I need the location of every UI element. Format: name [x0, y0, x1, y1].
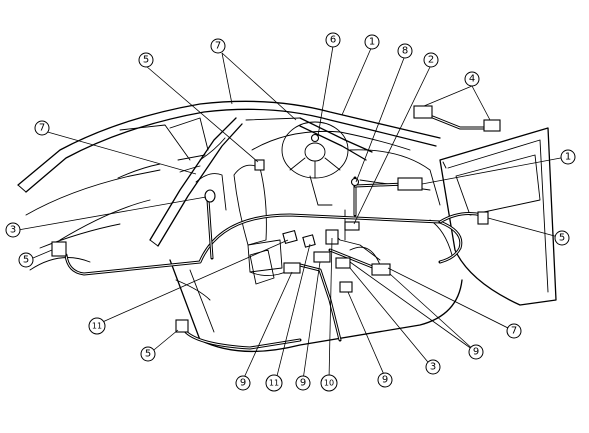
- svg-text:2: 2: [428, 55, 434, 66]
- leader-lines: [17, 45, 567, 381]
- callout-9-center: 9: [295, 375, 311, 391]
- svg-text:1: 1: [565, 152, 571, 163]
- seat-belt-pretensioner-connector: [282, 229, 316, 248]
- svg-text:7: 7: [215, 41, 221, 52]
- svg-text:5: 5: [145, 349, 151, 360]
- side-sensor-right-door: [477, 211, 489, 225]
- callout-5-top: 5: [138, 52, 154, 68]
- callout-9-right: 9: [468, 344, 484, 360]
- callout-5-bottom: 5: [140, 346, 156, 362]
- svg-text:5: 5: [23, 255, 29, 266]
- svg-text:6: 6: [330, 35, 336, 46]
- dash-connector: [344, 221, 360, 231]
- clock-spring-connector: [350, 177, 360, 187]
- svg-text:7: 7: [39, 123, 45, 134]
- callout-1-top: 1: [364, 34, 380, 50]
- callout-5-left: 5: [18, 252, 34, 268]
- callout-1-right: 1: [560, 149, 576, 165]
- callout-7-top: 7: [210, 38, 226, 54]
- curtain-module-front: [413, 105, 433, 119]
- svg-text:4: 4: [469, 74, 475, 85]
- svg-text:9: 9: [382, 375, 388, 386]
- callout-10: 10: [320, 374, 338, 392]
- svg-text:1: 1: [369, 37, 375, 48]
- callout-7-right: 7: [506, 323, 522, 339]
- svg-text:9: 9: [300, 378, 306, 389]
- svg-text:8: 8: [402, 46, 408, 57]
- side-sensor-left-floor: [175, 319, 189, 333]
- side-sensor-left-rear: [51, 241, 67, 257]
- svg-text:11: 11: [269, 379, 279, 388]
- callout-9-center-right: 9: [377, 372, 393, 388]
- callout-9-left: 9: [235, 375, 251, 391]
- wiring-harness: [64, 110, 490, 350]
- seat-connector-row: [283, 229, 391, 293]
- svg-text:10: 10: [324, 379, 334, 388]
- callout-6: 6: [325, 32, 341, 48]
- svg-text:9: 9: [240, 378, 246, 389]
- callout-5-right: 5: [554, 230, 570, 246]
- svg-text:9: 9: [473, 347, 479, 358]
- component-modules: [51, 105, 501, 333]
- callout-11-left: 11: [88, 317, 106, 335]
- svg-text:3: 3: [10, 225, 16, 236]
- svg-text:11: 11: [92, 322, 102, 331]
- callout-11-bottom: 11: [265, 374, 283, 392]
- svg-text:7: 7: [511, 326, 517, 337]
- callout-2: 2: [423, 52, 439, 68]
- callout-7-left: 7: [34, 120, 50, 136]
- svg-text:5: 5: [559, 233, 565, 244]
- callout-4: 4: [464, 71, 480, 87]
- vehicle-body-outline: [17, 100, 557, 353]
- driver-airbag-module: [310, 133, 320, 143]
- callout-3-bottom: 3: [425, 359, 441, 375]
- callout-8: 8: [397, 43, 413, 59]
- srs-control-unit: [397, 177, 423, 191]
- curtain-module-rear: [483, 119, 501, 132]
- side-sensor-b-pillar: [254, 159, 265, 171]
- callout-3-left: 3: [5, 222, 21, 238]
- svg-text:5: 5: [143, 55, 149, 66]
- svg-text:3: 3: [430, 362, 436, 373]
- pillar-connector: [204, 189, 216, 203]
